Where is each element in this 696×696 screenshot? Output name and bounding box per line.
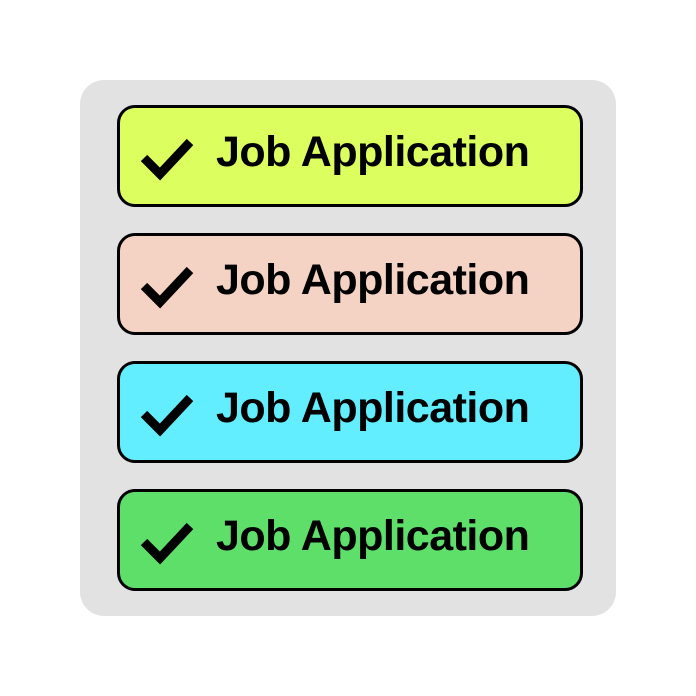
job-application-item-3[interactable]: Job Application [117,361,583,463]
checkmark-icon [140,266,194,309]
job-application-item-4[interactable]: Job Application [117,489,583,591]
item-label: Job Application [216,256,530,304]
checkmark-icon [140,138,194,181]
checkmark-icon [140,522,194,565]
item-label: Job Application [216,128,530,176]
job-application-item-1[interactable]: Job Application [117,105,583,207]
checkmark-icon [140,394,194,437]
item-label: Job Application [216,512,530,560]
job-application-item-2[interactable]: Job Application [117,233,583,335]
item-label: Job Application [216,384,530,432]
